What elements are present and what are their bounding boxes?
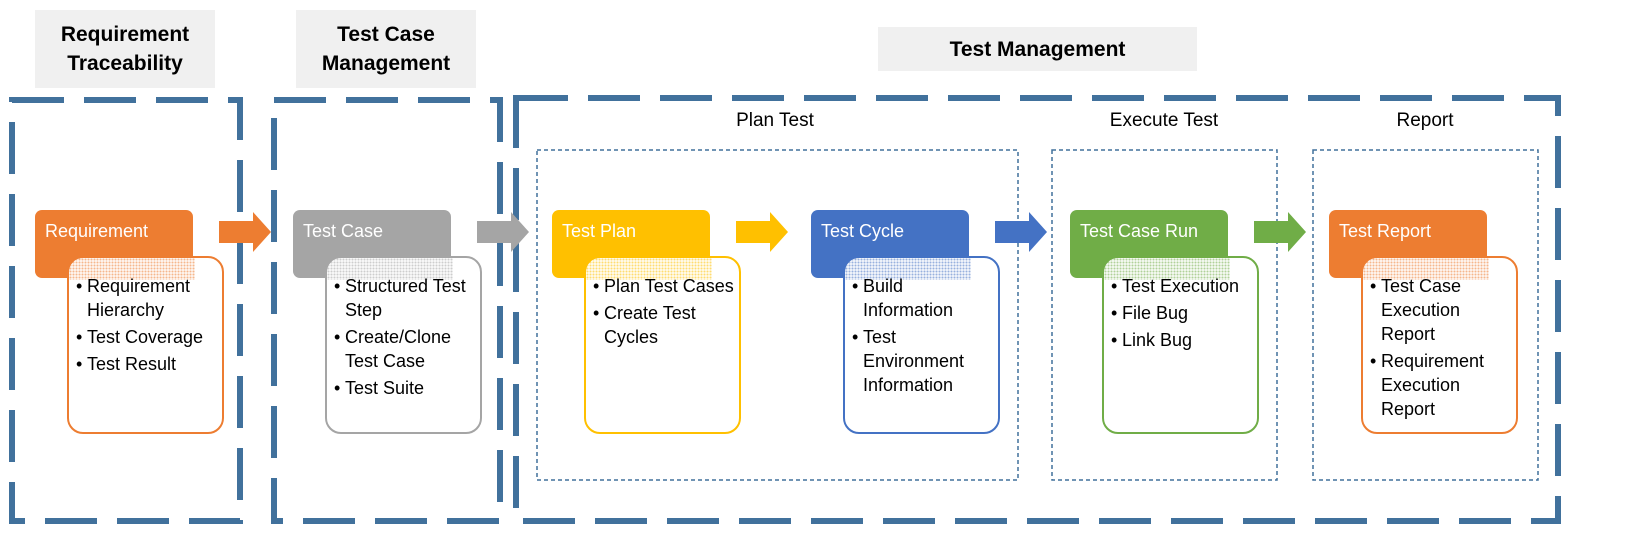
plan-test-label: Plan Test (736, 110, 814, 131)
card-test-report: Test Report Test Case Execution ReportRe… (1329, 210, 1524, 440)
card-title: Test Plan (562, 221, 637, 241)
card-item: Plan Test Cases (593, 274, 739, 298)
card-test-case: Test Case Structured Test StepCreate/Clo… (293, 210, 488, 440)
card-item: Create Test Cycles (593, 301, 739, 349)
test-management-group (513, 95, 1561, 524)
card-item: Create/Clone Test Case (334, 325, 480, 373)
plan-test-group (536, 149, 1019, 481)
test-case-management-group (271, 97, 503, 524)
card-item: Structured Test Step (334, 274, 480, 322)
card-body: Structured Test StepCreate/Clone Test Ca… (325, 256, 482, 434)
card-title: Requirement (45, 221, 149, 241)
card-test-case-run: Test Case Run Test ExecutionFile BugLink… (1070, 210, 1265, 440)
card-item: Test Execution (1111, 274, 1257, 298)
card-items: Structured Test StepCreate/Clone Test Ca… (327, 258, 480, 400)
execute-test-label: Execute Test (1109, 110, 1219, 131)
card-item: Requirement Execution Report (1370, 349, 1516, 421)
card-items: Requirement HierarchyTest CoverageTest R… (69, 258, 222, 376)
requirement-traceability-group (9, 97, 243, 524)
card-items: Test ExecutionFile BugLink Bug (1104, 258, 1257, 352)
report-group (1312, 149, 1539, 481)
card-item: Link Bug (1111, 328, 1257, 352)
flow-arrow-icon (736, 212, 788, 252)
card-test-plan: Test Plan Plan Test CasesCreate Test Cyc… (552, 210, 747, 440)
test-case-management-header: Test Case Management (296, 10, 476, 88)
card-items: Plan Test CasesCreate Test Cycles (586, 258, 739, 349)
card-item: File Bug (1111, 301, 1257, 325)
card-title: Test Case Run (1080, 221, 1199, 241)
card-title: Test Case (303, 221, 384, 241)
card-body: Requirement HierarchyTest CoverageTest R… (67, 256, 224, 434)
card-item: Requirement Hierarchy (76, 274, 222, 322)
card-requirement: Requirement Requirement HierarchyTest Co… (35, 210, 230, 440)
flow-arrow-icon (995, 212, 1047, 252)
card-item: Build Information (852, 274, 998, 322)
requirement-traceability-header: Requirement Traceability (35, 10, 215, 88)
card-body: Plan Test CasesCreate Test Cycles (584, 256, 741, 434)
card-item: Test Case Execution Report (1370, 274, 1516, 346)
card-title: Test Report (1339, 221, 1432, 241)
card-item: Test Result (76, 352, 222, 376)
flow-arrow-icon (477, 212, 529, 252)
card-body: Test ExecutionFile BugLink Bug (1102, 256, 1259, 434)
card-title: Test Cycle (821, 221, 905, 241)
card-item: Test Suite (334, 376, 480, 400)
execute-test-group (1051, 149, 1278, 481)
test-management-header: Test Management (878, 27, 1197, 71)
card-item: Test Environment Information (852, 325, 998, 397)
flow-arrow-icon (1254, 212, 1306, 252)
flow-arrow-icon (219, 212, 271, 252)
report-label: Report (1396, 110, 1454, 131)
card-item: Test Coverage (76, 325, 222, 349)
